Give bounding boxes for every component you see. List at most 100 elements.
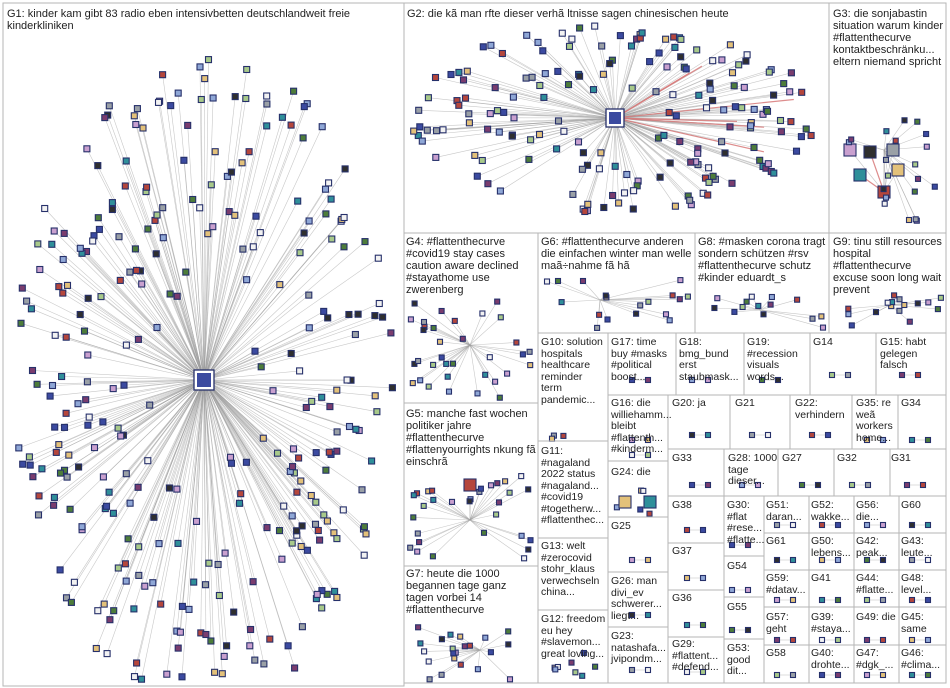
graph-node: [117, 432, 125, 440]
graph-node: [558, 29, 566, 37]
graph-node: [341, 165, 349, 173]
graph-node: [58, 372, 66, 381]
graph-edge: [203, 126, 323, 381]
graph-node: [606, 60, 614, 68]
graph-node: [688, 481, 696, 489]
graph-node: [714, 295, 721, 302]
graph-edge: [22, 287, 205, 381]
group-label-g40: G40: drohte...: [811, 647, 850, 671]
graph-node: [693, 46, 701, 54]
graph-node: [683, 574, 691, 582]
graph-edge: [582, 280, 601, 301]
graph-edge: [599, 299, 608, 320]
graph-node: [925, 299, 932, 306]
graph-edge: [889, 302, 929, 306]
graph-edge: [77, 379, 205, 404]
graph-edge: [599, 299, 670, 321]
graph-edge: [127, 379, 205, 539]
graph-edge: [38, 379, 205, 516]
graph-edge: [614, 32, 643, 119]
graph-node: [747, 122, 755, 130]
graph-edge: [135, 248, 205, 381]
graph-node: [924, 436, 932, 444]
graph-node: [50, 493, 58, 501]
graph-node: [620, 189, 629, 197]
graph-node: [479, 43, 487, 51]
graph-node: [789, 671, 797, 679]
graph-node: [480, 529, 488, 536]
graph-node: [231, 211, 239, 219]
graph-node: [671, 43, 679, 51]
graph-node: [743, 298, 750, 305]
graph-node: [333, 428, 341, 436]
graph-node: [671, 202, 679, 210]
group-label-g37: G37: [672, 545, 692, 557]
graph-edge: [490, 45, 616, 119]
graph-node: [666, 159, 674, 167]
graph-node: [589, 86, 598, 94]
graph-node: [207, 637, 215, 645]
graph-edge: [539, 117, 616, 135]
graph-node: [534, 38, 542, 46]
graph-node: [26, 461, 34, 469]
graph-edge: [500, 117, 616, 192]
graph-node: [450, 650, 457, 657]
graph-node: [461, 94, 470, 102]
graph-node: [911, 188, 918, 195]
graph-node: [763, 107, 772, 115]
graph-node: [525, 155, 533, 163]
graph-node: [245, 148, 253, 156]
graph-node: [574, 138, 583, 146]
graph-node: [597, 149, 605, 157]
graph-node: [863, 145, 877, 159]
graph-edge: [469, 344, 531, 366]
graph-edge: [528, 117, 616, 160]
graph-node: [798, 481, 806, 489]
graph-node: [432, 127, 441, 135]
graph-node: [56, 566, 64, 574]
group-label-g19: G19: #recession visuals words...: [747, 336, 801, 383]
graph-node: [500, 108, 508, 116]
graph-node: [298, 623, 306, 631]
graph-node: [599, 70, 607, 78]
graph-edge: [203, 91, 294, 381]
graph-node: [159, 234, 167, 242]
graph-edge: [163, 237, 205, 381]
graph-node: [351, 330, 359, 339]
graph-node: [527, 362, 534, 369]
graph-node: [695, 91, 703, 99]
graph-node: [535, 130, 544, 139]
graph-node: [153, 211, 161, 219]
graph-node: [247, 625, 255, 634]
graph-edge: [203, 213, 327, 381]
graph-node: [174, 539, 182, 547]
graph-node: [154, 98, 163, 106]
graph-edge: [469, 475, 522, 521]
graph-node: [882, 194, 890, 201]
graph-node: [688, 376, 696, 384]
graph-node: [742, 57, 750, 65]
graph-node: [572, 669, 579, 676]
graph-edge: [512, 117, 616, 137]
graph-edge: [612, 117, 616, 196]
graph-edge: [51, 244, 205, 381]
graph-node: [808, 431, 816, 439]
graph-node: [185, 605, 193, 613]
graph-node: [773, 521, 781, 529]
graph-node: [196, 63, 204, 71]
graph-edge: [614, 117, 619, 204]
graph-node: [416, 539, 423, 546]
graph-node: [50, 501, 58, 509]
graph-node: [201, 75, 209, 83]
graph-node: [709, 96, 717, 104]
graph-node: [75, 463, 83, 471]
graph-node: [628, 451, 636, 459]
graph-edge: [458, 105, 616, 119]
group-label-g8: G8: #masken corona tragt sondern schütze…: [698, 236, 829, 284]
graph-node: [789, 521, 797, 529]
graph-node: [318, 123, 326, 131]
graph-edge: [456, 100, 616, 119]
graph-node: [231, 93, 239, 101]
graph-node: [518, 532, 525, 539]
graph-edge: [176, 296, 205, 381]
